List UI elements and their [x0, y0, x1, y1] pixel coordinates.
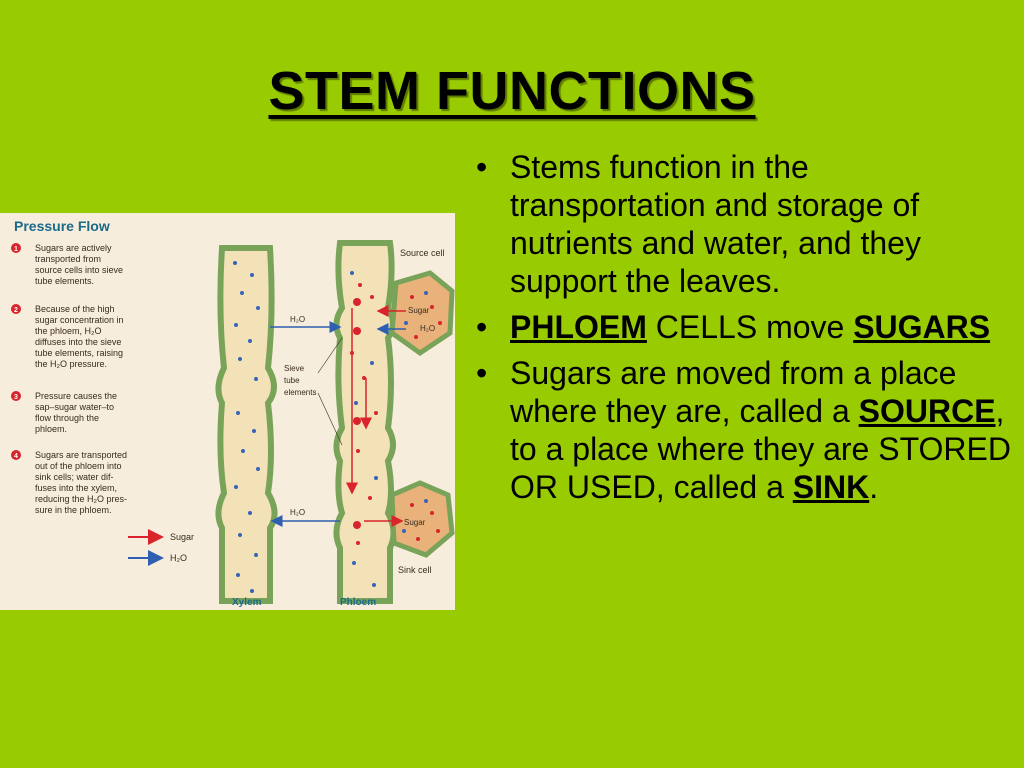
pressure-flow-diagram: Pressure Flow 1 Sugars are actively tran… — [11, 218, 455, 608]
legend-h2o-label: H₂O — [170, 553, 187, 563]
bullet-text: Sugars are moved from a place where they… — [510, 355, 957, 429]
sink-cell-shape — [389, 480, 455, 558]
sieve-pointer-lines — [317, 337, 343, 446]
source-h2o-label: H₂O — [420, 324, 435, 333]
step-1: 1 Sugars are actively transported from s… — [11, 243, 126, 286]
bullet-text: CELLS move — [646, 309, 854, 345]
bullet-stem-function: Stems function in the transportation and… — [472, 148, 1012, 300]
sink-sugar-label: Sugar — [404, 518, 426, 527]
h2o-top-label: H₂O — [290, 315, 305, 324]
step-badge-2 — [353, 327, 361, 335]
bullet-text: Stems function in the transportation and… — [510, 149, 921, 299]
step-2: 2 Because of the high sugar concentratio… — [11, 304, 126, 369]
h2o-bottom-label: H₂O — [290, 508, 305, 517]
step-badge-3 — [353, 417, 361, 425]
phloem-wall — [333, 240, 397, 604]
step-3: 3 Pressure causes the sap–sugar water–to… — [11, 391, 120, 434]
bullet-text: , to a place where they are STORED OR US… — [510, 393, 1011, 505]
step-number: 2 — [14, 307, 18, 314]
source-cell-label: Source cell — [400, 248, 445, 258]
slide-title: STEM FUNCTIONS — [268, 61, 756, 121]
step-badge-4 — [353, 521, 361, 529]
sink-cell: Sugar Sink cell — [364, 480, 455, 575]
xylem-water-dots — [233, 261, 260, 593]
step-text: Sugars are actively transported from sou… — [35, 243, 126, 286]
step-text: Pressure causes the sap–sugar water–to f… — [35, 391, 120, 434]
sink-cell-label: Sink cell — [398, 565, 432, 575]
bullet-phloem: PHLOEM CELLS move SUGARS — [472, 308, 1012, 346]
step-number-badge — [11, 304, 21, 314]
bullet-text: . — [869, 469, 879, 505]
legend-sugar-label: Sugar — [170, 532, 194, 542]
phloem-water-dots — [350, 271, 378, 587]
step-text: Sugars are transported out of the phloem… — [35, 450, 130, 515]
step-text: Because of the high sugar concentration … — [35, 304, 126, 369]
figure-heading: Pressure Flow — [14, 218, 110, 234]
source-sugar-label: Sugar — [408, 306, 430, 315]
sugars-term: SUGARS — [853, 309, 991, 345]
xylem-label: Xylem — [232, 597, 262, 608]
source-cell-shape — [389, 270, 455, 357]
legend: Sugar H₂O — [128, 529, 194, 566]
sieve-tube-label: Sieve tube elements — [284, 364, 316, 397]
step-number-badge — [11, 243, 21, 253]
bullet-list: Stems function in the transportation and… — [472, 148, 1012, 514]
pressure-flow-figure: Pressure Flow 1 Sugars are actively tran… — [0, 213, 455, 610]
bullet-source-sink: Sugars are moved from a place where they… — [472, 354, 1012, 506]
source-term: SOURCE — [858, 393, 996, 429]
sink-term: SINK — [792, 469, 870, 505]
step-number-badge — [11, 450, 21, 460]
source-cell: Sugar H₂O Source cell — [376, 248, 455, 357]
step-number: 1 — [14, 246, 18, 253]
phloem-sugar-dots — [350, 283, 378, 545]
phloem-label: Phloem — [340, 597, 376, 608]
phloem-tube — [333, 240, 397, 604]
step-number: 4 — [14, 453, 18, 460]
step-4: 4 Sugars are transported out of the phlo… — [11, 450, 130, 515]
step-badge-1 — [353, 298, 361, 306]
phloem-term: PHLOEM — [510, 309, 647, 345]
xylem-tube — [215, 245, 278, 604]
step-number: 3 — [14, 394, 18, 401]
xylem-wall — [215, 245, 278, 604]
step-number-badge — [11, 391, 21, 401]
